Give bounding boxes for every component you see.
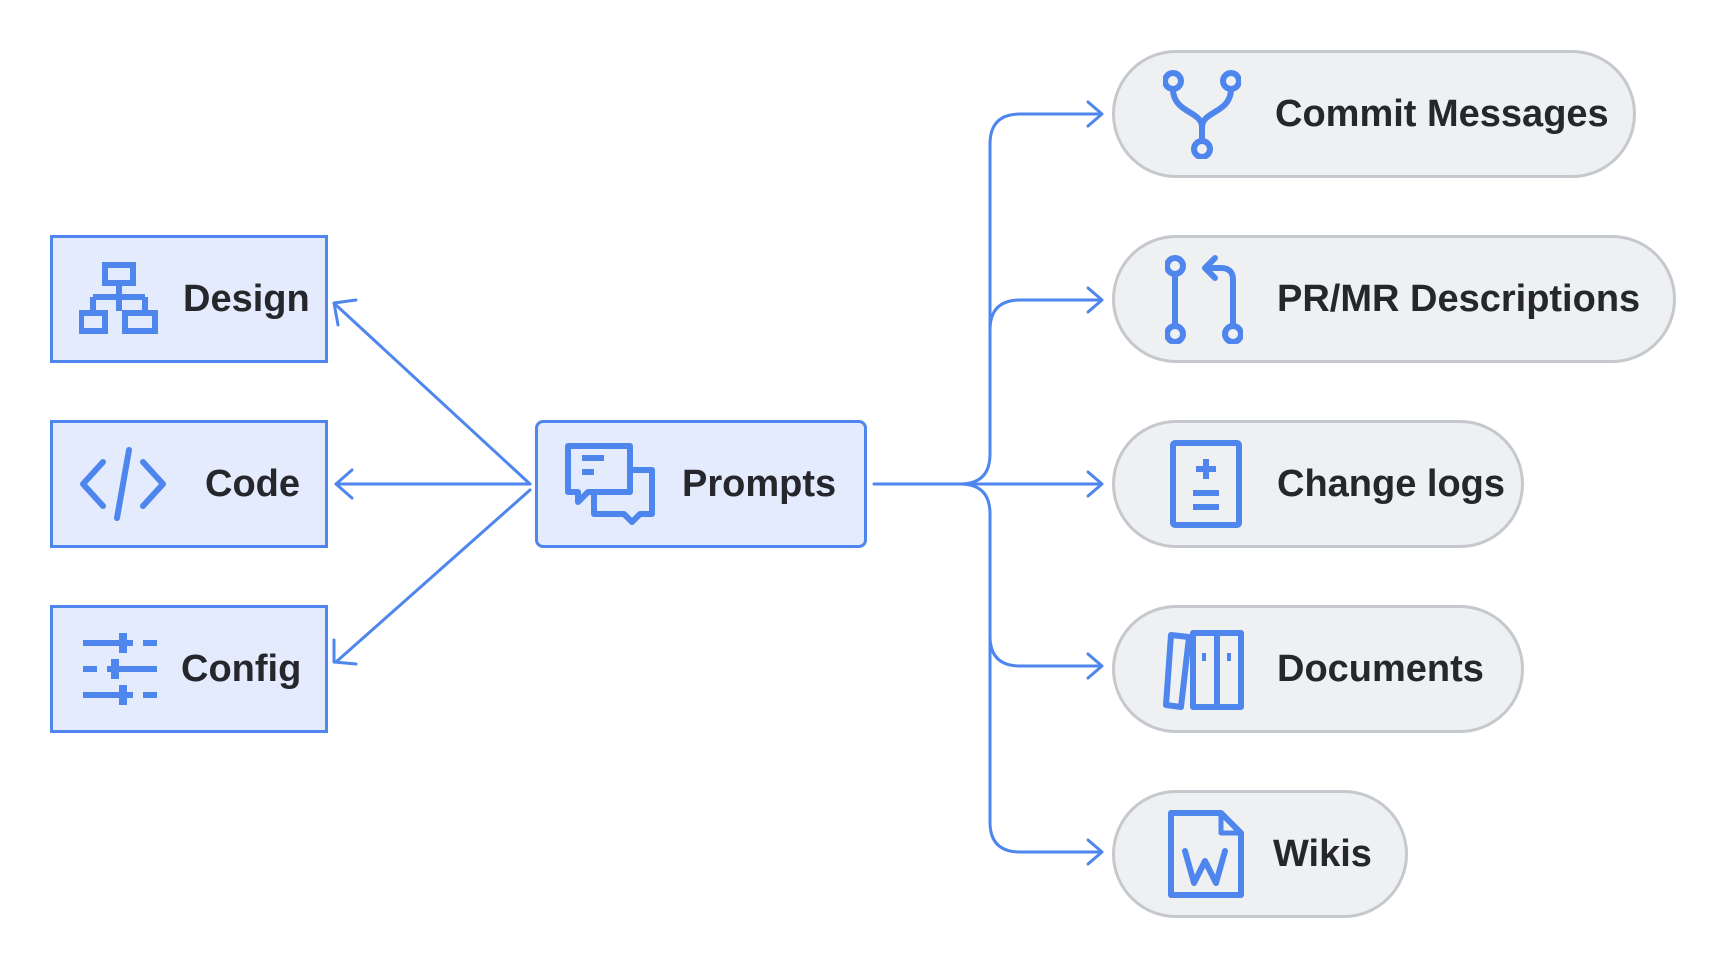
connector-to-pr-mr-descriptions — [988, 298, 1102, 332]
node-label: Wikis — [1273, 832, 1372, 875]
pull-request-icon — [1165, 254, 1243, 344]
node-wikis: Wikis — [1112, 790, 1408, 918]
node-config: Config — [50, 605, 328, 733]
connector-prompts-config — [334, 488, 532, 664]
sliders-icon — [81, 629, 161, 709]
wiki-document-icon — [1167, 809, 1247, 899]
node-prompts: Prompts — [535, 420, 867, 548]
node-label: Documents — [1277, 647, 1484, 690]
code-brackets-icon — [77, 444, 169, 524]
connector-to-wikis — [988, 634, 1102, 854]
node-label: Code — [205, 462, 300, 505]
connector-to-commit-messages — [958, 112, 1102, 486]
diff-file-icon — [1169, 439, 1247, 529]
connector-prompts-design — [334, 303, 532, 486]
node-label: Change logs — [1277, 462, 1506, 505]
node-label: PR/MR Descriptions — [1277, 277, 1641, 320]
node-label: Commit Messages — [1275, 92, 1609, 135]
git-branch-icon — [1163, 69, 1241, 159]
node-design: Design — [50, 235, 328, 363]
node-label: Config — [181, 647, 302, 690]
chat-bubbles-icon — [564, 442, 656, 526]
hierarchy-icon — [79, 259, 159, 339]
node-code: Code — [50, 420, 328, 548]
node-label: Design — [183, 277, 310, 320]
connector-to-documents — [958, 482, 1102, 668]
node-pr-mr-descriptions: PR/MR Descriptions — [1112, 235, 1676, 363]
node-change-logs: Change logs — [1112, 420, 1524, 548]
node-label: Prompts — [682, 462, 837, 505]
books-icon — [1163, 627, 1247, 711]
node-documents: Documents — [1112, 605, 1524, 733]
node-commit-messages: Commit Messages — [1112, 50, 1636, 178]
